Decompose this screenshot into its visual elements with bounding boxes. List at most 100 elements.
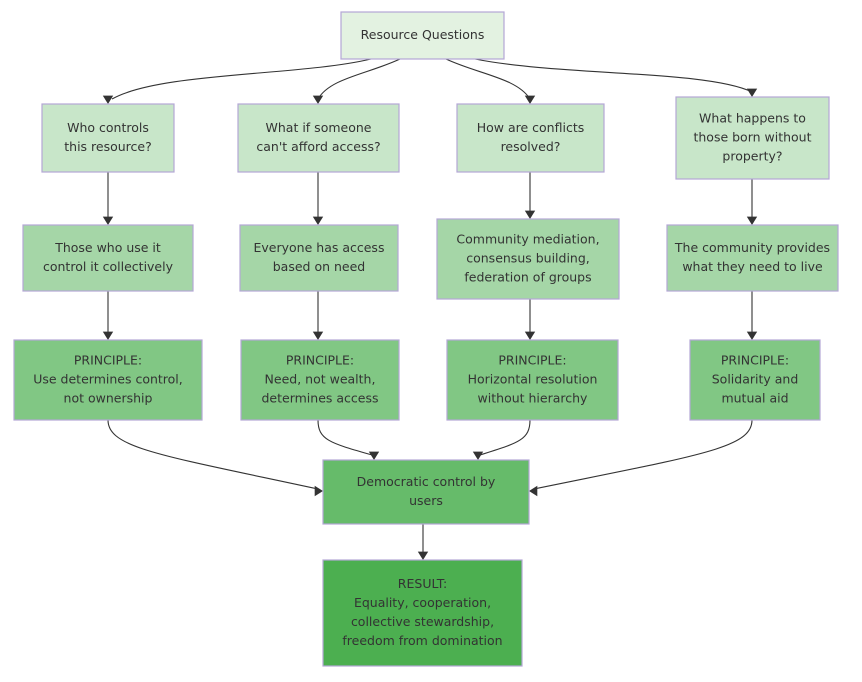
node-box[interactable] [240, 339, 400, 421]
node-label-line: Those who use it [54, 240, 161, 255]
arrowhead-icon [524, 95, 536, 104]
arrowhead-icon [102, 95, 114, 104]
node-label-line: Resource Questions [361, 27, 485, 42]
node-label-line: determines access [261, 391, 378, 406]
node-label-line: those born without [693, 130, 811, 145]
arrowhead-icon [524, 331, 536, 340]
edge-line [317, 419, 373, 456]
node-box[interactable] [41, 103, 175, 173]
node-box[interactable] [456, 103, 605, 173]
node-label-line: property? [722, 149, 782, 164]
node-label-line: Use determines control, [33, 372, 183, 387]
node-principle-1[interactable]: PRINCIPLE: Use determines control, not own… [13, 339, 203, 421]
node-label-line: consensus building, [466, 251, 590, 266]
node-label-line: What happens to [699, 111, 806, 126]
arrowhead-icon [746, 331, 758, 340]
node-box[interactable] [13, 339, 203, 421]
arrowhead-icon [417, 551, 429, 560]
arrowhead-icon [472, 451, 484, 460]
edge-line [474, 58, 753, 93]
node-box[interactable] [322, 459, 530, 525]
edge-line [445, 58, 531, 100]
node-box[interactable] [340, 11, 505, 60]
node-label-line: How are conflicts [477, 120, 585, 135]
node-principle-2[interactable]: PRINCIPLE: Need, not wealth, determines ac… [240, 339, 400, 421]
node-label-line: federation of groups [464, 270, 591, 285]
node-box[interactable] [22, 224, 194, 292]
edge-root-to-q4 [474, 58, 758, 97]
node-label-line: mutual aid [721, 391, 788, 406]
edge-p4-to-synthesis [529, 419, 753, 497]
node-label-line: PRINCIPLE: [74, 353, 142, 368]
node-label-line: Solidarity and [712, 372, 799, 387]
node-box[interactable] [239, 224, 399, 292]
edge-a1-to-p1 [102, 291, 114, 340]
node-label-line: What if someone [266, 120, 372, 135]
node-box[interactable] [446, 339, 619, 421]
edge-line [107, 419, 319, 490]
edge-q2-to-a2 [312, 172, 324, 225]
node-label-line: resolved? [501, 139, 561, 154]
node-answer-1[interactable]: Those who use it control it collectively [22, 224, 194, 292]
node-result[interactable]: RESULT: Equality, cooperation, collective … [322, 559, 523, 667]
edge-root-to-q1 [102, 58, 372, 104]
node-box[interactable] [436, 218, 620, 300]
edge-p1-to-synthesis [107, 419, 323, 497]
arrowhead-icon [746, 216, 758, 225]
edges-layer [102, 58, 758, 560]
node-label-line: PRINCIPLE: [498, 353, 566, 368]
node-box[interactable] [675, 96, 830, 180]
arrowhead-icon [312, 216, 324, 225]
node-question-3[interactable]: How are conflicts resolved? [456, 103, 605, 173]
node-label-line: Community mediation, [456, 232, 599, 247]
node-label-line: collective stewardship, [351, 614, 494, 629]
node-label-line: Who controls [67, 120, 149, 135]
node-label-line: control it collectively [43, 259, 174, 274]
arrowhead-icon [529, 485, 538, 497]
node-box[interactable] [322, 559, 523, 667]
node-answer-3[interactable]: Community mediation, consensus building, f… [436, 218, 620, 300]
edge-q1-to-a1 [102, 172, 114, 225]
edge-root-to-q2 [312, 58, 401, 104]
edge-q3-to-a3 [524, 172, 536, 219]
node-label-line: not ownership [64, 391, 153, 406]
node-label-line: PRINCIPLE: [286, 353, 354, 368]
edge-line [317, 58, 401, 100]
edge-a4-to-p4 [746, 291, 758, 340]
arrowhead-icon [746, 88, 758, 97]
arrowhead-icon [102, 216, 114, 225]
edge-a2-to-p2 [312, 291, 324, 340]
edge-line [111, 58, 372, 100]
edge-q4-to-a4 [746, 179, 758, 225]
node-label-line: Democratic control by [357, 474, 496, 489]
edge-synthesis-to-result [417, 524, 429, 560]
node-label-line: Horizontal resolution [468, 372, 598, 387]
node-label-line: Need, not wealth, [265, 372, 376, 387]
arrowhead-icon [102, 331, 114, 340]
arrowhead-icon [524, 210, 536, 219]
edge-line [479, 419, 531, 456]
node-root-resource-questions[interactable]: Resource Questions [340, 11, 505, 60]
arrowhead-icon [312, 95, 324, 104]
node-label-line: Equality, cooperation, [354, 595, 491, 610]
node-label-line: freedom from domination [342, 633, 502, 648]
edge-line [533, 419, 753, 490]
edge-p3-to-synthesis [472, 419, 531, 460]
node-label-line: what they need to live [682, 259, 823, 274]
node-question-4[interactable]: What happens to those born without propert… [675, 96, 830, 180]
node-box[interactable] [666, 224, 839, 292]
node-label-line: RESULT: [398, 576, 447, 591]
node-box[interactable] [689, 339, 821, 421]
node-box[interactable] [237, 103, 400, 173]
node-label-line: Everyone has access [254, 240, 385, 255]
